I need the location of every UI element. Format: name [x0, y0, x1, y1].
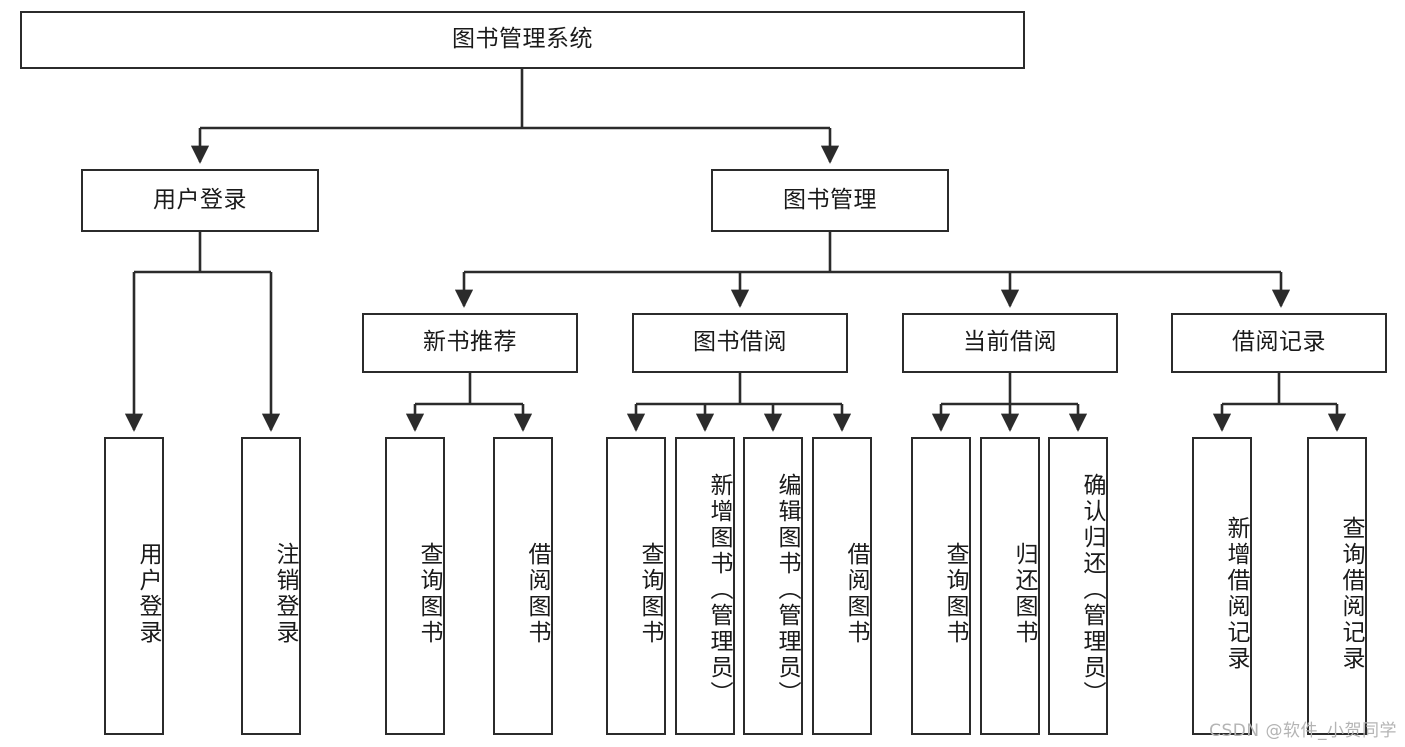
- node-new-book-rec-label: 新书推荐: [423, 329, 517, 356]
- node-leaf-add-record-label: 新增借阅记录: [1223, 516, 1249, 672]
- node-new-book-rec[interactable]: 新书推荐: [362, 313, 578, 373]
- node-leaf-borrow-book-2-label: 借阅图书: [843, 542, 869, 646]
- node-leaf-query-book-3[interactable]: 查询图书: [911, 437, 971, 735]
- node-book-borrow-label: 图书借阅: [693, 329, 787, 356]
- node-leaf-query-book-2-label: 查询图书: [637, 542, 663, 646]
- node-leaf-borrow-book-1-label: 借阅图书: [524, 542, 550, 646]
- node-leaf-add-record[interactable]: 新增借阅记录: [1192, 437, 1252, 735]
- node-root[interactable]: 图书管理系统: [20, 11, 1025, 69]
- node-user-login[interactable]: 用户登录: [81, 169, 319, 232]
- node-leaf-logout-label: 注销登录: [272, 542, 298, 646]
- node-leaf-query-record[interactable]: 查询借阅记录: [1307, 437, 1367, 735]
- csdn-watermark: CSDN @软件_小贺同学: [1209, 721, 1397, 741]
- node-borrow-record[interactable]: 借阅记录: [1171, 313, 1387, 373]
- node-leaf-logout[interactable]: 注销登录: [241, 437, 301, 735]
- node-leaf-query-record-label: 查询借阅记录: [1338, 516, 1364, 672]
- node-leaf-borrow-book-1[interactable]: 借阅图书: [493, 437, 553, 735]
- node-leaf-confirm-return[interactable]: 确认归还（管理员）: [1048, 437, 1108, 735]
- node-book-manage[interactable]: 图书管理: [711, 169, 949, 232]
- node-book-borrow[interactable]: 图书借阅: [632, 313, 848, 373]
- node-leaf-return-book-label: 归还图书: [1011, 542, 1037, 646]
- node-leaf-user-login[interactable]: 用户登录: [104, 437, 164, 735]
- node-book-manage-label: 图书管理: [783, 186, 877, 213]
- node-leaf-user-login-label: 用户登录: [135, 542, 161, 646]
- node-leaf-query-book-2[interactable]: 查询图书: [606, 437, 666, 735]
- node-current-borrow-label: 当前借阅: [963, 329, 1057, 356]
- node-leaf-confirm-return-label: 确认归还（管理员）: [1079, 473, 1105, 707]
- node-user-login-label: 用户登录: [153, 186, 247, 213]
- node-leaf-query-book-1-label: 查询图书: [416, 542, 442, 646]
- node-leaf-return-book[interactable]: 归还图书: [980, 437, 1040, 735]
- node-current-borrow[interactable]: 当前借阅: [902, 313, 1118, 373]
- node-leaf-add-book-label: 新增图书（管理员）: [706, 473, 732, 707]
- node-leaf-edit-book[interactable]: 编辑图书（管理员）: [743, 437, 803, 735]
- node-borrow-record-label: 借阅记录: [1232, 329, 1326, 356]
- node-leaf-query-book-1[interactable]: 查询图书: [385, 437, 445, 735]
- node-leaf-edit-book-label: 编辑图书（管理员）: [774, 473, 800, 707]
- node-root-label: 图书管理系统: [452, 26, 593, 53]
- node-leaf-query-book-3-label: 查询图书: [942, 542, 968, 646]
- node-leaf-add-book[interactable]: 新增图书（管理员）: [675, 437, 735, 735]
- node-leaf-borrow-book-2[interactable]: 借阅图书: [812, 437, 872, 735]
